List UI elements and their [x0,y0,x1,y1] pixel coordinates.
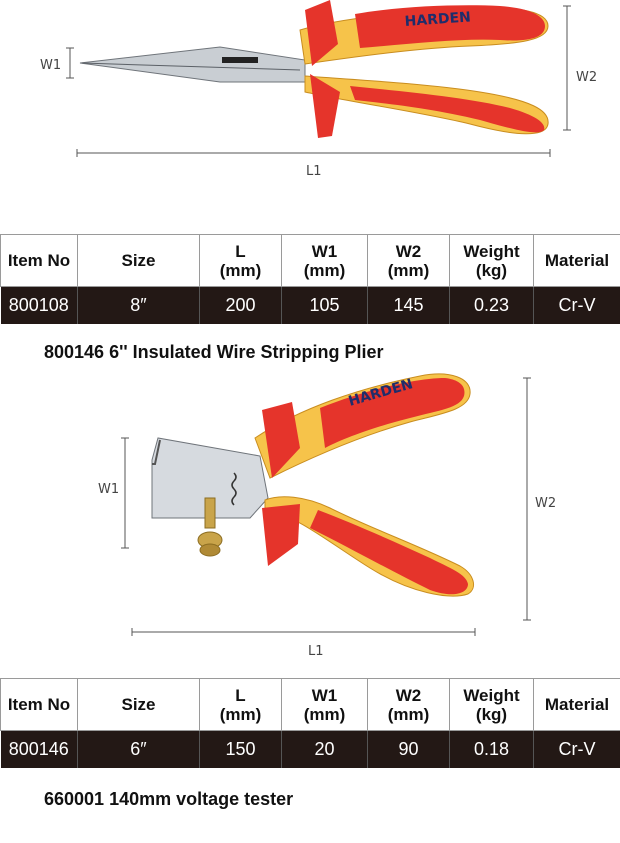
wire-stripping-plier-illustration: HARDEN [121,373,531,636]
spec-table-header-row: Item No Size L (mm) W1 (mm) W2 (mm) Weig… [0,234,620,287]
cell-item-no: 800146 [0,730,78,768]
dim-w1-label: W1 [98,482,120,497]
header-w2: W2 (mm) [367,234,450,287]
cell-length: 200 [199,286,282,324]
cell-material: Cr-V [533,286,620,324]
cell-weight: 0.23 [449,286,534,324]
table-row: 800108 8″ 200 105 145 0.23 Cr-V [0,286,620,324]
cell-size: 6″ [77,730,200,768]
long-nose-plier-illustration: HARDEN [66,0,571,157]
dim-w2-label: W2 [576,70,598,85]
cell-w1: 105 [281,286,368,324]
header-length: L (mm) [199,678,282,731]
header-weight: Weight (kg) [449,234,534,287]
cell-w1: 20 [281,730,368,768]
table-row: 800146 6″ 150 20 90 0.18 Cr-V [0,730,620,768]
header-item-no: Item No [0,234,78,287]
dim-w1-label: W1 [40,58,62,73]
header-weight: Weight (kg) [449,678,534,731]
cell-material: Cr-V [533,730,620,768]
header-size: Size [77,234,200,287]
header-w1: W1 (mm) [281,234,368,287]
spec-table-800146: Item No Size L (mm) W1 (mm) W2 (mm) Weig… [0,678,620,768]
cell-weight: 0.18 [449,730,534,768]
cell-w2: 145 [367,286,450,324]
brand-logo: HARDEN [404,9,471,30]
cell-w2: 90 [367,730,450,768]
cell-length: 150 [199,730,282,768]
spec-table-header-row: Item No Size L (mm) W1 (mm) W2 (mm) Weig… [0,678,620,731]
cell-size: 8″ [77,286,200,324]
header-length: L (mm) [199,234,282,287]
dim-w2-label: W2 [535,496,557,511]
header-material: Material [533,234,620,287]
header-w1: W1 (mm) [281,678,368,731]
dim-l1-label: L1 [306,164,322,179]
plier-figure-1: HARDEN W1 W2 L1 [0,0,620,190]
header-w2: W2 (mm) [367,678,450,731]
cell-item-no: 800108 [0,286,78,324]
product-title-800146: 800146 6'' Insulated Wire Stripping Plie… [44,342,384,362]
plier-figure-2: HARDEN W1 W2 L1 [0,368,620,668]
dim-l1-label: L1 [308,644,324,659]
spec-table-800108: Item No Size L (mm) W1 (mm) W2 (mm) Weig… [0,234,620,324]
header-item-no: Item No [0,678,78,731]
header-size: Size [77,678,200,731]
header-material: Material [533,678,620,731]
product-title-660001: 660001 140mm voltage tester [44,789,294,809]
